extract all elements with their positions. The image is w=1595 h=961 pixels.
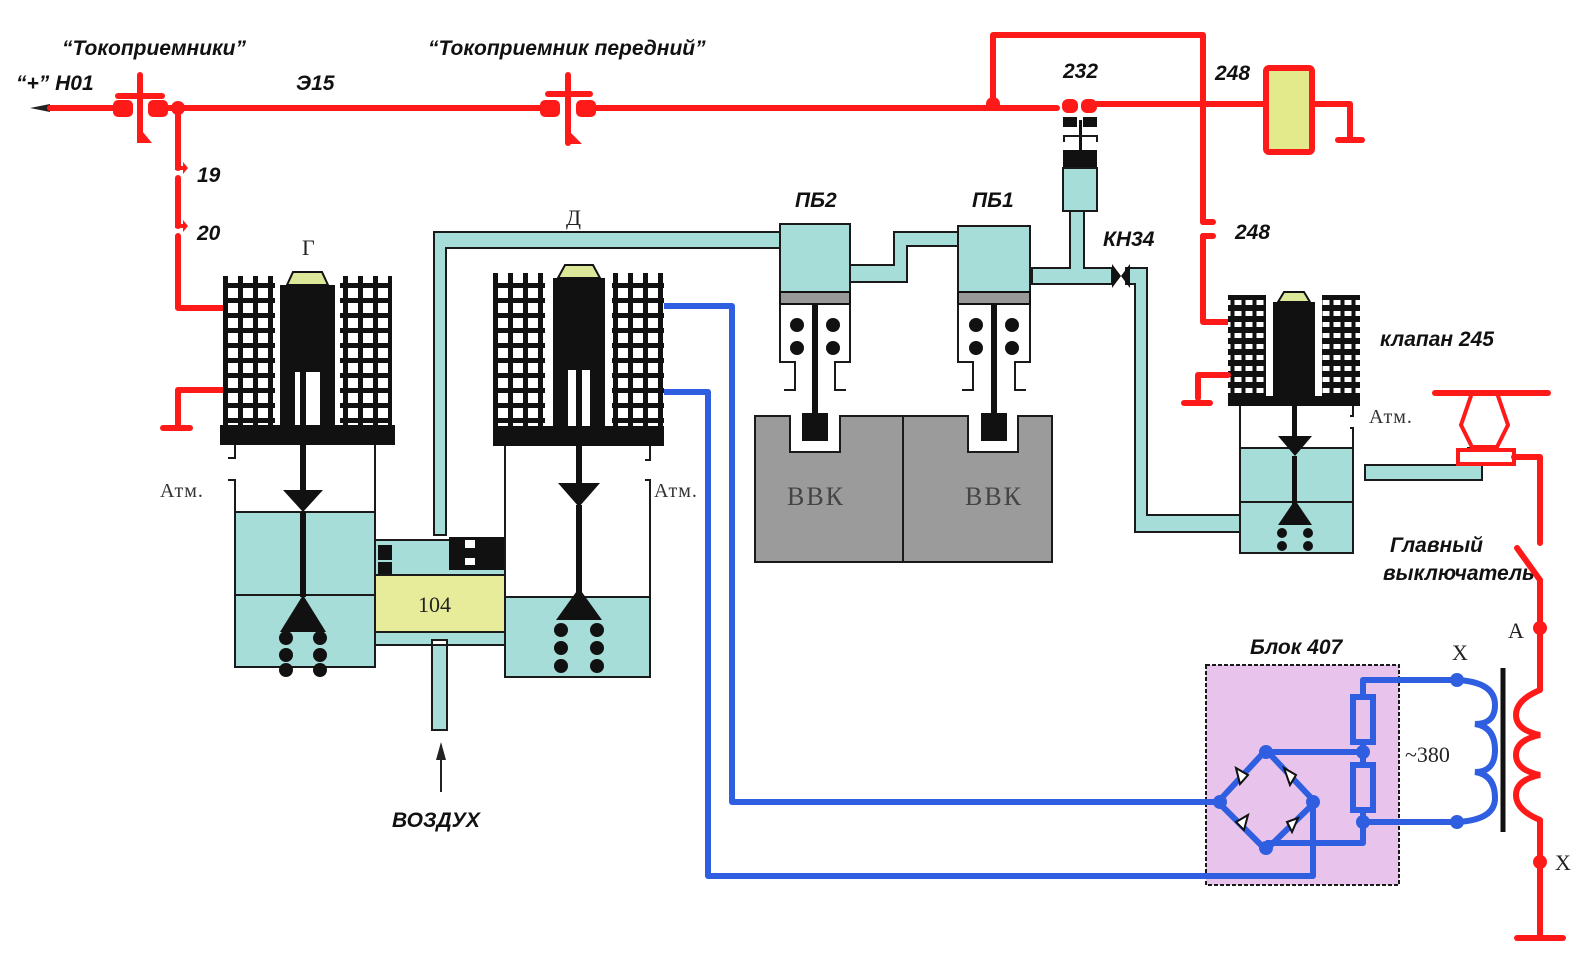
label-air-inlet: ВОЗДУХ [392, 809, 482, 832]
pantograph-switch[interactable] [113, 72, 168, 143]
label-kn34: КН34 [1103, 228, 1155, 251]
label-plus-h01: “+” Н01 [16, 72, 94, 95]
arrow-left-icon [30, 104, 50, 112]
label-valve-g: Г [302, 235, 315, 260]
label-voltage: ~380 [1405, 742, 1450, 767]
valve-104-body [374, 574, 506, 633]
valve-d [493, 264, 664, 678]
label-pb1: ПБ1 [972, 189, 1014, 212]
air-inlet-arrow [436, 742, 446, 792]
kn34-cock[interactable] [1112, 264, 1130, 288]
air-piping [431, 207, 1483, 731]
pb2-block [779, 223, 851, 441]
label-valve-104: 104 [418, 592, 451, 617]
label-bbk-2: ВВК [965, 482, 1023, 511]
label-contact-248-mid: 248 [1234, 221, 1270, 244]
relay-coil-248 [1263, 65, 1315, 155]
contact-232 [1062, 99, 1097, 113]
interlock-232 [1062, 117, 1098, 212]
label-contact-19: 19 [197, 164, 221, 187]
pb1-block [957, 225, 1031, 441]
valve-245 [1181, 291, 1360, 554]
front-pantograph-switch[interactable] [540, 72, 596, 146]
main-switch[interactable] [1432, 390, 1566, 941]
label-terminal-x-left: Х [1452, 640, 1468, 665]
label-unit-407: Блок 407 [1250, 636, 1344, 659]
bbk-blocks [754, 415, 1053, 563]
label-main-switch-2: выключатель [1383, 562, 1534, 585]
label-bbk-1: ВВК [787, 482, 845, 511]
label-pb2: ПБ2 [795, 189, 837, 212]
label-terminal-a: А [1508, 618, 1524, 643]
label-valve-d: Д [566, 205, 581, 230]
valve-104-assembly [374, 537, 506, 646]
label-valve-245: клапан 245 [1380, 328, 1494, 351]
label-terminal-x-right: Х [1555, 850, 1571, 875]
positive-circuit [30, 32, 1365, 431]
label-atm-mid: Атм. [654, 480, 698, 502]
valve-g [220, 271, 395, 677]
label-main-switch-1: Главный [1390, 534, 1483, 557]
label-atm-right: Атм. [1369, 406, 1413, 428]
label-pantographs: “Токоприемники” [62, 37, 247, 60]
label-wire-e15: Э15 [296, 72, 335, 95]
control-wires [664, 303, 1316, 879]
label-contact-232: 232 [1062, 60, 1098, 83]
unit-407 [1205, 664, 1506, 886]
label-contact-20: 20 [196, 222, 221, 245]
label-front-pantograph: “Токоприемник передний” [428, 37, 706, 60]
label-contact-248-top: 248 [1214, 62, 1250, 85]
label-atm-left: Атм. [160, 480, 204, 502]
